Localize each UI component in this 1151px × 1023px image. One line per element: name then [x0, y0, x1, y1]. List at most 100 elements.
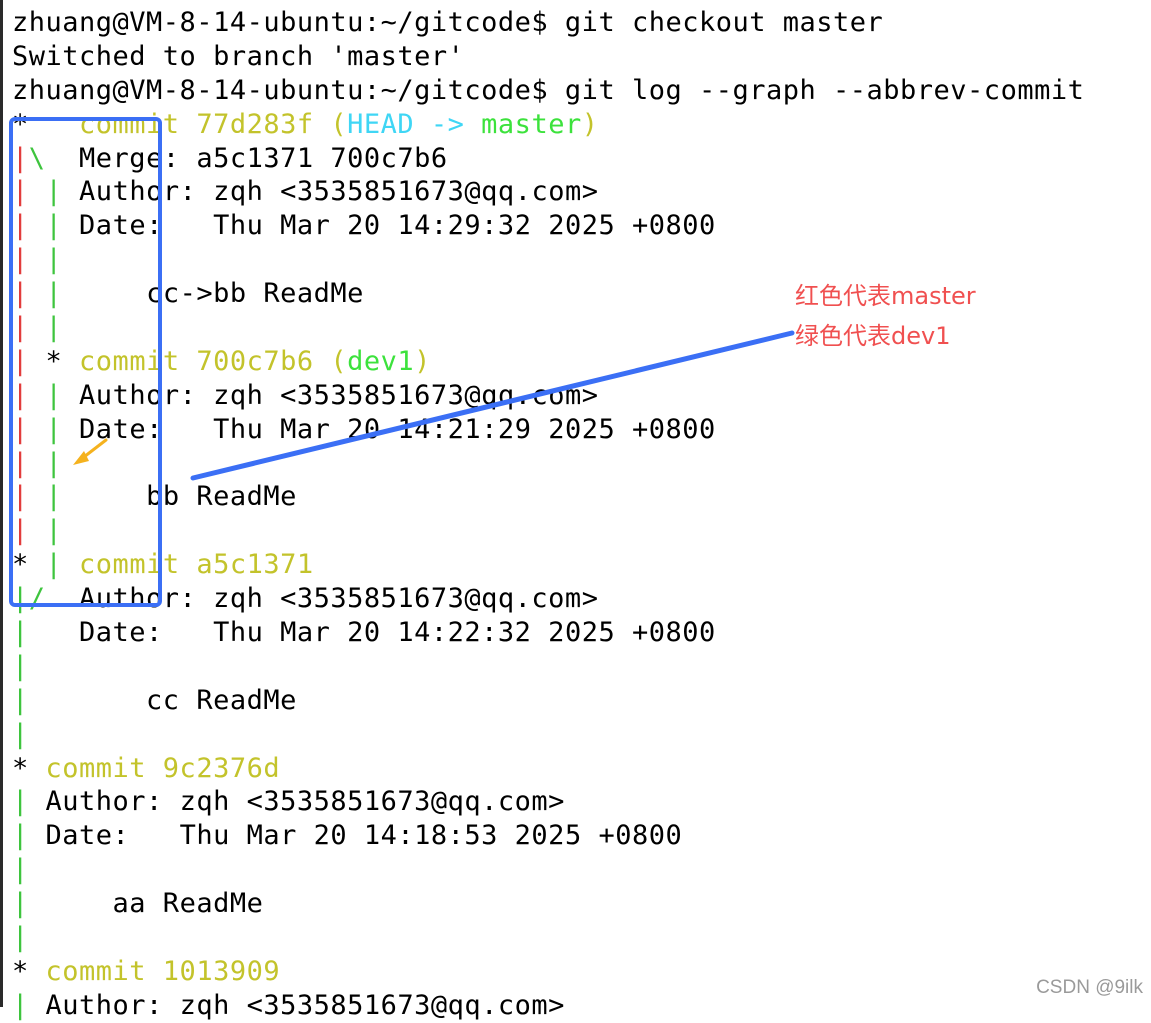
terminal-text-segment: |: [12, 922, 29, 954]
terminal-text-segment: [62, 549, 79, 580]
terminal-line: | | cc->bb ReadMe: [12, 277, 1084, 311]
terminal-text-segment: |/: [12, 583, 46, 615]
terminal-text-segment: cc->bb ReadMe: [62, 278, 364, 310]
terminal-text-segment: |: [12, 684, 29, 716]
terminal-text-segment: Author: zqh <3535851673@qq.com>: [62, 176, 599, 208]
terminal-text-segment: |: [45, 379, 63, 411]
terminal-line: | |: [12, 311, 1084, 345]
terminal-text-segment: |: [12, 786, 29, 818]
terminal-text-segment: |: [12, 244, 29, 276]
terminal-text-segment: [29, 414, 46, 445]
terminal-text-segment: [29, 515, 46, 546]
terminal-text-segment: Date: Thu Mar 20 14:22:32 2025 +0800: [28, 617, 716, 649]
terminal-line: * commit 77d283f (HEAD -> master): [12, 108, 1084, 142]
terminal-text-segment: [29, 448, 46, 479]
terminal-text-segment: [29, 176, 46, 207]
terminal-text-segment: Author: zqh <3535851673@qq.com>: [28, 989, 565, 1021]
terminal-text-segment: |: [12, 278, 29, 310]
terminal-text-segment: |: [45, 312, 63, 344]
terminal-text-segment: |: [12, 718, 29, 750]
terminal-text-segment: \: [28, 142, 46, 174]
terminal-text-segment: commit 77d283f (: [79, 108, 348, 140]
watermark: CSDN @9ilk: [1036, 977, 1143, 998]
terminal-text-segment: zhuang@VM-8-14-ubuntu:~/gitcode$ git log…: [12, 74, 1085, 106]
terminal-text-segment: *: [28, 345, 80, 377]
terminal-text-segment: ): [414, 345, 431, 377]
terminal-line: | | Author: zqh <3535851673@qq.com>: [12, 175, 1084, 209]
terminal-line: | cc ReadMe: [12, 684, 1084, 718]
terminal-output: zhuang@VM-8-14-ubuntu:~/gitcode$ git che…: [12, 6, 1084, 1023]
terminal-text-segment: cc ReadMe: [28, 684, 297, 716]
terminal-text-segment: *: [12, 955, 46, 987]
terminal-text-segment: |: [12, 379, 29, 411]
terminal-text-segment: |: [12, 413, 29, 445]
terminal-text-segment: Author: zqh <3535851673@qq.com>: [28, 786, 565, 818]
terminal-text-segment: [29, 244, 46, 275]
terminal-text-segment: |: [12, 481, 29, 513]
terminal-text-segment: |: [12, 650, 29, 682]
terminal-text-segment: |: [45, 447, 63, 479]
terminal-text-segment: |: [45, 413, 63, 445]
terminal-text-segment: master: [481, 108, 582, 140]
terminal-text-segment: *: [12, 549, 46, 581]
terminal-line: | Author: zqh <3535851673@qq.com>: [12, 785, 1084, 819]
terminal-text-segment: Date: Thu Mar 20 14:21:29 2025 +0800: [62, 413, 716, 445]
terminal-text-segment: |: [12, 854, 29, 886]
terminal-text-segment: aa ReadMe: [28, 888, 264, 920]
terminal-line: * | commit a5c1371: [12, 548, 1084, 582]
legend-master-note: 红色代表master: [795, 282, 976, 310]
terminal-text-segment: zhuang@VM-8-14-ubuntu:~/gitcode$ git che…: [12, 7, 884, 38]
terminal-line: | | Date: Thu Mar 20 14:21:29 2025 +0800: [12, 413, 1084, 447]
terminal-text-segment: |: [12, 447, 29, 479]
terminal-text-segment: [29, 380, 46, 411]
terminal-text-segment: |: [45, 278, 63, 310]
legend-dev1-note: 绿色代表dev1: [795, 322, 951, 350]
terminal-text-segment: bb ReadMe: [62, 481, 297, 513]
terminal-text-segment: |: [12, 888, 29, 920]
terminal-text-segment: Date: Thu Mar 20 14:29:32 2025 +0800: [62, 210, 716, 242]
terminal-text-segment: |: [45, 515, 63, 547]
terminal-line: | | Author: zqh <3535851673@qq.com>: [12, 379, 1084, 413]
terminal-text-segment: Merge: a5c1371 700c7b6: [45, 142, 448, 174]
terminal-text-segment: |: [45, 549, 63, 581]
terminal-text-segment: |: [12, 989, 29, 1021]
terminal-text-segment: |: [45, 244, 63, 276]
terminal-text-segment: commit 700c7b6 (: [79, 345, 348, 377]
terminal-text-segment: [29, 278, 46, 309]
terminal-line: * commit 9c2376d: [12, 752, 1084, 786]
terminal-line: | Date: Thu Mar 20 14:18:53 2025 +0800: [12, 819, 1084, 853]
terminal-text-segment: |: [12, 142, 29, 174]
terminal-text-segment: *: [12, 752, 46, 784]
terminal-line: | Date: Thu Mar 20 14:22:32 2025 +0800: [12, 616, 1084, 650]
terminal-text-segment: |: [12, 617, 29, 649]
terminal-text-segment: [29, 312, 46, 343]
terminal-line: |: [12, 921, 1084, 955]
terminal-line: zhuang@VM-8-14-ubuntu:~/gitcode$ git che…: [12, 6, 1084, 40]
terminal-line: |: [12, 718, 1084, 752]
terminal-text-segment: |: [12, 210, 29, 242]
terminal-text-segment: |: [12, 820, 29, 852]
terminal-line: |/ Author: zqh <3535851673@qq.com>: [12, 582, 1084, 616]
terminal-line: | aa ReadMe: [12, 887, 1084, 921]
terminal-text-segment: Switched to branch 'master': [12, 40, 465, 72]
terminal-text-segment: *: [12, 108, 80, 140]
terminal-text-segment: Author: zqh <3535851673@qq.com>: [62, 379, 599, 411]
terminal-text-segment: |: [12, 345, 29, 377]
terminal-text-segment: HEAD ->: [347, 108, 482, 140]
terminal-text-segment: [29, 210, 46, 241]
terminal-text-segment: |: [45, 210, 63, 242]
terminal-text-segment: Author: zqh <3535851673@qq.com>: [45, 583, 599, 615]
terminal-line: | |: [12, 243, 1084, 277]
window-left-border: [0, 0, 3, 1007]
terminal-line: | | bb ReadMe: [12, 480, 1084, 514]
terminal-text-segment: |: [12, 312, 29, 344]
terminal-line: | | Date: Thu Mar 20 14:29:32 2025 +0800: [12, 209, 1084, 243]
terminal-line: zhuang@VM-8-14-ubuntu:~/gitcode$ git log…: [12, 74, 1084, 108]
terminal-text-segment: |: [45, 481, 63, 513]
terminal-text-segment: commit a5c1371: [79, 549, 314, 581]
terminal-text-segment: Date: Thu Mar 20 14:18:53 2025 +0800: [28, 820, 683, 852]
terminal-text-segment: |: [12, 515, 29, 547]
terminal-text-segment: commit 1013909: [45, 955, 281, 987]
terminal-text-segment: |: [12, 176, 29, 208]
